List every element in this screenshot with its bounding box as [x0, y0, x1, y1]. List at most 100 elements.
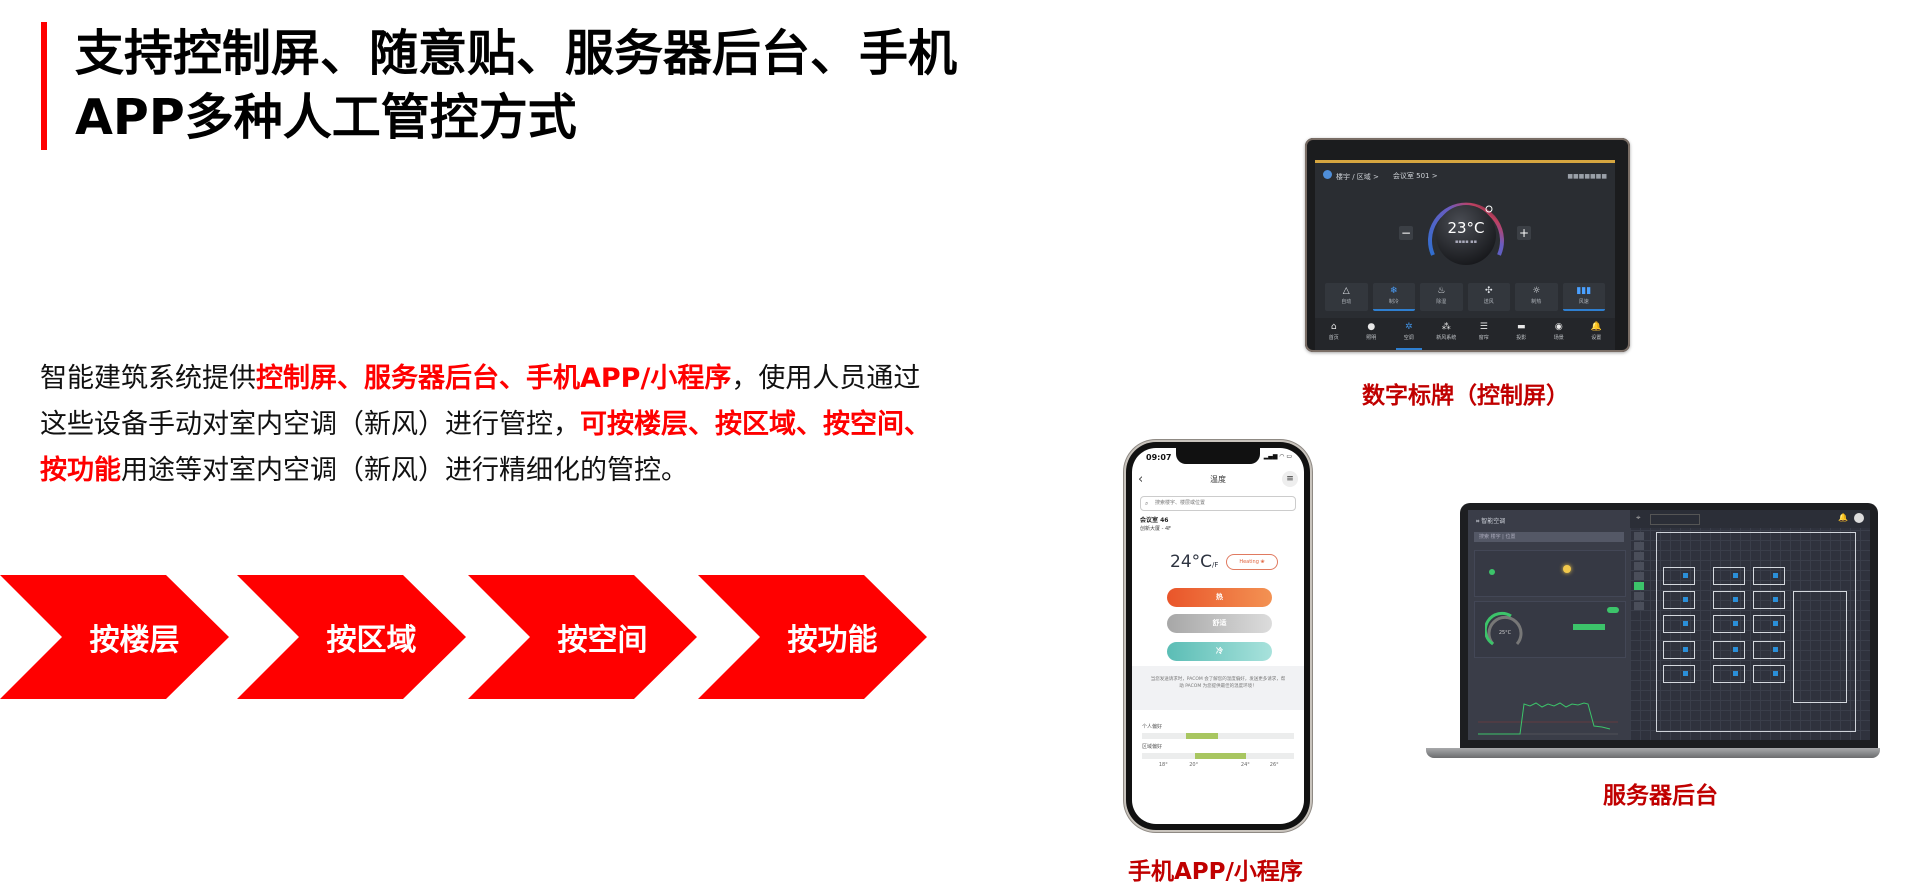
- phone-notch: [1176, 448, 1260, 464]
- floor-button[interactable]: [1634, 532, 1644, 540]
- notification-bell-icon[interactable]: 🔔: [1838, 513, 1848, 522]
- nav-settings[interactable]: 🔔 设置: [1578, 318, 1616, 350]
- temperature-trend-chart: [1478, 702, 1618, 735]
- floor-button[interactable]: [1634, 552, 1644, 560]
- nav-scene[interactable]: ◉场景: [1540, 318, 1578, 350]
- floor-button[interactable]: [1634, 542, 1644, 550]
- gauge-value: 25°C: [1499, 630, 1512, 636]
- tick-label: 26°: [1269, 762, 1279, 768]
- chevron-by-floor: 按楼层: [0, 575, 229, 699]
- floor-button-active[interactable]: [1634, 582, 1644, 590]
- nav-label: 场景: [1553, 335, 1564, 341]
- ac-sensor-marker[interactable]: [1733, 621, 1738, 626]
- phone-temperature: 24°C/F: [1170, 552, 1218, 572]
- control-screen-display: 楼宇 / 区域 > 会议室 501 > ■■■■■■■ − +: [1315, 160, 1615, 350]
- mode-cool[interactable]: ❄制冷: [1372, 283, 1415, 311]
- ac-sensor-marker[interactable]: [1773, 647, 1778, 652]
- title-accent-bar: [41, 22, 47, 150]
- selected-mode-option[interactable]: [1573, 624, 1605, 630]
- mode-auto[interactable]: △自动: [1325, 283, 1368, 311]
- breadcrumb-room: 会议室 501 >: [1392, 172, 1438, 180]
- ac-sensor-marker[interactable]: [1683, 647, 1688, 652]
- comfortable-button[interactable]: 舒适: [1167, 614, 1272, 633]
- increase-temp-button[interactable]: +: [1517, 226, 1531, 240]
- nav-label: 投影: [1516, 335, 1527, 341]
- chevron-shape: [468, 575, 697, 699]
- chevron-label: 按空间: [557, 623, 648, 658]
- ac-sensor-marker[interactable]: [1773, 573, 1778, 578]
- nav-home[interactable]: ⌂首页: [1315, 318, 1353, 350]
- desk-cluster: [1753, 665, 1785, 683]
- status-card: [1474, 550, 1626, 597]
- menu-icon[interactable]: ≡: [1282, 471, 1298, 487]
- nav-fresh-air[interactable]: ⁂新风系统: [1428, 318, 1466, 350]
- nav-air-conditioning[interactable]: ✲空调: [1390, 318, 1428, 350]
- user-avatar-icon[interactable]: [1854, 513, 1864, 523]
- temp-value: 24°C: [1170, 552, 1213, 572]
- desk-cluster: [1713, 567, 1745, 585]
- temperature-dial[interactable]: 23°C ▪▪▪▪ ▪▪: [1423, 189, 1509, 275]
- phone-search-input[interactable]: ⌕ 搜索楼宇、楼层或位置: [1140, 496, 1296, 511]
- ac-sensor-marker[interactable]: [1773, 597, 1778, 602]
- ac-sensor-marker[interactable]: [1683, 573, 1688, 578]
- unit-toggle[interactable]: /F: [1212, 561, 1219, 569]
- mode-dehumidify[interactable]: ♨除湿: [1420, 283, 1463, 311]
- ac-sensor-marker[interactable]: [1733, 671, 1738, 676]
- back-icon[interactable]: ‹: [1138, 472, 1144, 487]
- laptop-device: ⌗ 智能空调 搜索 楼宇 | 位置 25°C: [1460, 503, 1878, 748]
- nav-projector[interactable]: ▬投影: [1503, 318, 1541, 350]
- ac-sensor-marker[interactable]: [1773, 671, 1778, 676]
- server-backend-caption: 服务器后台: [1603, 783, 1718, 809]
- ok-status-icon: [1489, 569, 1495, 575]
- building-dropdown[interactable]: [1650, 514, 1700, 525]
- backend-topbar: ⌖ 🔔: [1630, 510, 1870, 528]
- ac-sensor-marker[interactable]: [1733, 647, 1738, 652]
- desk-cluster: [1663, 567, 1695, 585]
- hot-button[interactable]: 热: [1167, 588, 1272, 607]
- bell-icon: 🔔: [1590, 322, 1602, 332]
- desk-cluster: [1753, 591, 1785, 609]
- personal-pref-bar: [1142, 733, 1294, 739]
- ac-sensor-marker[interactable]: [1733, 573, 1738, 578]
- ac-sensor-marker[interactable]: [1683, 671, 1688, 676]
- desk-cluster: [1713, 641, 1745, 659]
- preference-info-text: 当您发送请求时，PACOM 会了解您的温度偏好，发送更多请求，帮助 PACOM …: [1132, 666, 1304, 710]
- decrease-temp-button[interactable]: −: [1399, 226, 1413, 240]
- mode-fan-speed[interactable]: ▮▮▮风速: [1562, 283, 1605, 311]
- ac-sensor-marker[interactable]: [1683, 597, 1688, 602]
- ac-sensor-marker[interactable]: [1733, 597, 1738, 602]
- panel-title-text: 智能空调: [1481, 518, 1506, 525]
- floor-button[interactable]: [1634, 572, 1644, 580]
- bulb-icon: ●: [1367, 322, 1376, 332]
- room-name: 会议室 46: [1140, 517, 1169, 524]
- droplet-icon: ♨: [1437, 286, 1446, 296]
- floor-button[interactable]: [1634, 602, 1644, 610]
- building-floor: 创新大厦 - 4F: [1140, 526, 1172, 532]
- control-screen-nav: ⌂首页 ●照明 ✲空调 ⁂新风系统 ☰窗帘 ▬投影 ◉场景 🔔 设置: [1315, 318, 1615, 350]
- ac-sensor-marker[interactable]: [1683, 621, 1688, 626]
- cold-button[interactable]: 冷: [1167, 642, 1272, 661]
- desk-cluster: [1663, 615, 1695, 633]
- nav-lighting[interactable]: ●照明: [1353, 318, 1391, 350]
- weather-sun-icon: [1563, 565, 1571, 573]
- mode-fan[interactable]: ✣送风: [1467, 283, 1510, 311]
- floor-button[interactable]: [1634, 592, 1644, 600]
- nav-label: 设置: [1591, 335, 1602, 341]
- para-text: 用途等对室内空调（新风）进行精细化的管控。: [121, 455, 688, 486]
- floor-button[interactable]: [1634, 562, 1644, 570]
- ac-sensor-marker[interactable]: [1773, 621, 1778, 626]
- mode-label: 制冷: [1388, 299, 1399, 305]
- mode-selector: △自动 ❄制冷 ♨除湿 ✣送风 ☼制热 ▮▮▮风速: [1325, 283, 1605, 311]
- power-toggle[interactable]: [1607, 607, 1619, 613]
- chevron-shape: [237, 575, 466, 699]
- grid-icon: ⌗: [1476, 518, 1482, 525]
- mode-heat[interactable]: ☼制热: [1515, 283, 1558, 311]
- nav-curtain[interactable]: ☰窗帘: [1465, 318, 1503, 350]
- desk-cluster: [1713, 665, 1745, 683]
- temperature-gauge[interactable]: 25°C: [1485, 610, 1525, 650]
- desk-cluster: [1713, 591, 1745, 609]
- dial-arc: [1428, 202, 1504, 265]
- backend-search-input[interactable]: 搜索 楼宇 | 位置: [1474, 532, 1624, 542]
- para-highlight: 可按楼层、按区域、按空间、按功能: [40, 409, 931, 486]
- chevron-shape: [698, 575, 927, 699]
